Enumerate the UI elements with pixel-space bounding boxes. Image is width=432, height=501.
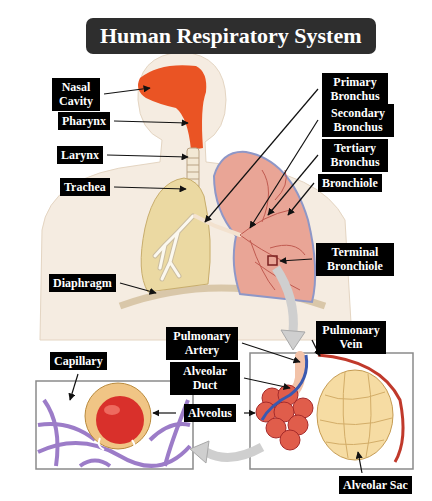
body-silhouette [40,52,352,340]
label-box: Pulmonary Vein [316,321,386,354]
lung-vessel-network [240,170,305,290]
label-box: Pharynx [58,112,110,130]
leader-line [107,155,188,157]
label-box: Primary Bronchus [322,73,388,106]
bronchus-branch [155,216,193,279]
leader-line [244,378,290,388]
label-box: Capillary [50,352,107,370]
bronchial-tree [155,216,193,279]
part-label: Larynx [61,148,99,162]
part-label: Secondary Bronchus [326,106,390,135]
part-label: Alveolus [188,406,232,420]
leader-line [242,343,300,362]
part-label: Alveolar Sac [343,478,408,492]
right-main-bronchus [195,216,240,235]
lung-vessel [262,170,269,222]
sac-cell-line [320,418,392,425]
capillary-vessel [150,424,190,440]
capillary-vessel [44,400,58,466]
capillary-vessel [80,461,110,467]
zoom-arrow-head [281,330,305,350]
leader-line [153,412,176,413]
label-box: Secondary Bronchus [322,104,394,137]
alveoli-inset-frame [250,353,413,469]
leader-line [104,88,150,94]
part-label: Bronchiole [322,176,378,190]
pulmonary-vein-vessel [318,355,403,462]
label-box: Pulmonary Artery [166,327,238,360]
nasal-pharynx-shape [138,65,206,150]
magnify-square [268,256,277,265]
part-label: Primary Bronchus [326,75,384,104]
trachea-ring [187,172,199,173]
leader-line [244,412,255,413]
part-label: Alveolar Duct [174,364,236,393]
label-box: Alveolus [184,404,236,422]
leader-line [268,155,318,215]
label-box: Trachea [60,178,110,196]
leader-line [358,452,362,473]
leader-line [250,120,318,228]
alveolus-fibre [99,438,135,452]
trachea-ring [187,158,199,159]
return-arrow-head [190,441,209,463]
lung-vessel [240,235,285,262]
label-box: Larynx [57,146,103,164]
alveolus-interior [96,396,144,444]
leader-line [288,183,314,215]
label-box: Alveolar Sac [339,476,412,494]
part-label: Terminal Bronchiole [320,245,390,274]
title-banner: Human Respiratory System [86,18,376,54]
part-label: Pulmonary Artery [170,329,234,358]
sac-cell-line [326,440,384,445]
leader-line [70,374,78,400]
label-box: Nasal Cavity [52,78,100,111]
part-label: Diaphragm [53,276,112,290]
leader-line [114,187,186,189]
alveolar-sac-shape [317,370,393,460]
sac-cell-line [325,392,385,399]
part-label: Tertiary Bronchus [326,141,384,170]
leader-line [205,89,318,222]
part-label: Nasal Cavity [56,80,96,109]
leader-line [120,283,156,293]
label-box: Bronchiole [318,174,382,192]
pulmonary-artery-vessel [262,355,307,420]
bronchus-branch-outline [155,216,193,279]
label-box: Diaphragm [49,274,116,292]
alveolus-wall [85,383,151,449]
return-arrow-shaft [206,447,262,457]
alveolus-cell [280,430,300,450]
leader-line [280,259,312,261]
leader-line [114,121,188,123]
label-box: Terminal Bronchiole [316,243,394,276]
zoom-arrow-shaft [276,268,293,332]
part-label: Pharynx [62,114,106,128]
trachea-ring [187,165,199,166]
alveolar-sac-cells [320,372,392,458]
right-lung [214,152,315,302]
alveolus-highlight [104,405,120,415]
title-text: Human Respiratory System [100,23,362,49]
label-box: Alveolar Duct [170,362,240,395]
label-box: Tertiary Bronchus [322,139,388,172]
left-lung [141,178,210,292]
part-label: Pulmonary Vein [320,323,382,352]
lung-vessel [270,245,305,255]
part-label: Trachea [64,180,106,194]
part-label: Capillary [54,354,103,368]
sac-cell-line [343,372,348,458]
sac-cell-line [366,374,371,457]
